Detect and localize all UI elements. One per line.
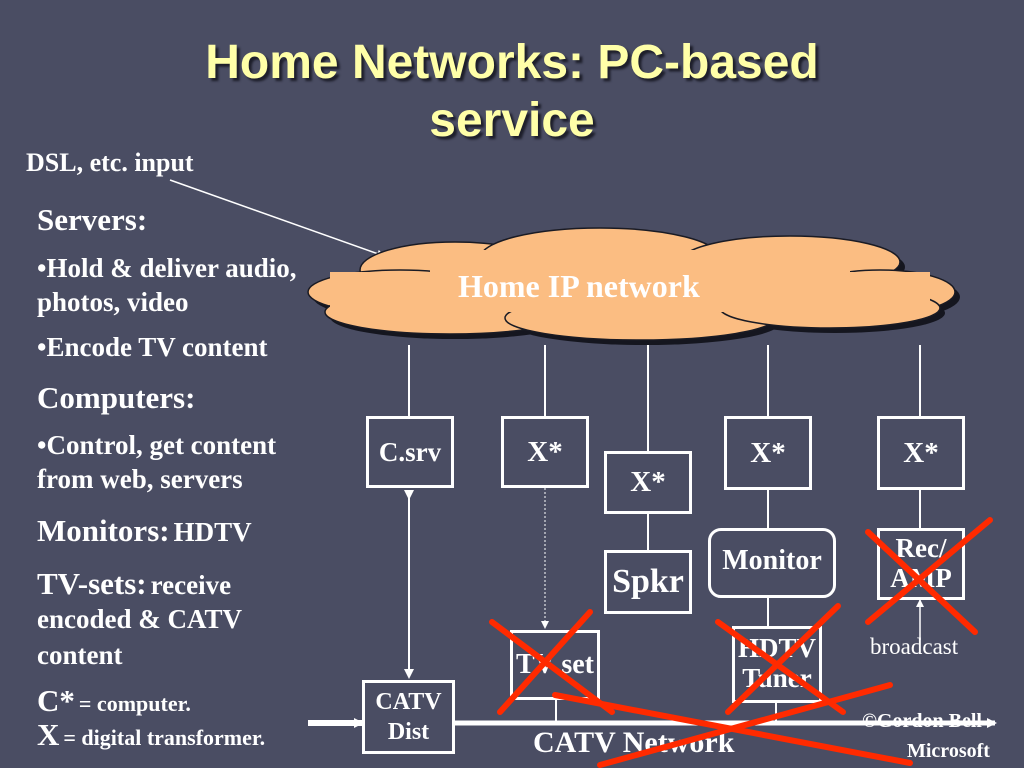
legend-transformer: X = digital transformer. <box>37 717 265 753</box>
x-box-3: X* <box>724 416 812 490</box>
legend-computer: C* = computer. <box>37 683 191 719</box>
servers-bullet-1-line-1: •Hold & deliver audio, <box>37 253 297 283</box>
monitors-heading: Monitors: <box>37 513 170 548</box>
legend-c-symbol: C* <box>37 683 75 718</box>
legend-x-definition: = digital transformer. <box>63 725 266 750</box>
catv-line-2: Dist <box>387 719 430 745</box>
tvsets-heading: TV-sets: <box>37 566 147 601</box>
computers-bullet-1-line-2: from web, servers <box>37 464 243 494</box>
tvsets-line-3: content <box>37 640 123 670</box>
legend-x-symbol: X <box>37 717 60 752</box>
x-box-3-label: X* <box>750 437 786 469</box>
monitor-label: Monitor <box>722 545 822 576</box>
x-box-4: X* <box>877 416 965 490</box>
x-box-4-label: X* <box>903 437 939 469</box>
broadcast-label: broadcast <box>870 634 959 659</box>
monitor-box: Monitor <box>708 528 836 598</box>
tvsets-line: TV-sets: receive <box>37 566 231 602</box>
speaker-label: Spkr <box>612 563 684 600</box>
monitors-value: HDTV <box>173 517 252 547</box>
monitors-line: Monitors: HDTV <box>37 513 252 549</box>
computers-heading: Computers: <box>37 380 196 415</box>
tv-set-box: TV set <box>510 630 600 700</box>
cloud-connectors <box>408 345 921 723</box>
tvsets-line-1: receive <box>150 570 232 600</box>
slide-title: Home Networks: PC-based service <box>0 34 1024 150</box>
input-label: DSL, etc. input <box>26 148 194 177</box>
hdtv-tuner-cross <box>715 603 846 715</box>
servers-bullet-1-line-2: photos, video <box>37 287 189 317</box>
csrv-label: C.srv <box>378 437 442 467</box>
rec-amp-cross <box>865 517 993 635</box>
servers-heading: Servers: <box>37 202 148 237</box>
input-arrow <box>169 179 385 258</box>
home-ip-cloud <box>307 227 960 345</box>
credit-line-1: ©Gordon Bell <box>862 710 982 732</box>
catv-line-1: CATV <box>375 689 442 715</box>
x-box-2: X* <box>604 451 692 514</box>
x-box-2-label: X* <box>630 466 666 498</box>
title-line-1: Home Networks: PC-based <box>205 36 819 89</box>
legend-c-definition: = computer. <box>78 691 191 716</box>
catv-dist-box: CATV Dist <box>362 680 455 754</box>
servers-bullet-2: •Encode TV content <box>37 332 268 362</box>
tvsets-line-2: encoded & CATV <box>37 604 242 634</box>
cloud-label: Home IP network <box>458 268 700 304</box>
x-box-1: X* <box>501 416 589 488</box>
catv-network-cross <box>552 682 913 768</box>
rec-amp-line-1: Rec/ <box>895 533 947 563</box>
credit-line-2: Microsoft <box>907 740 990 762</box>
tv-set-cross <box>489 609 615 715</box>
x-box-1-label: X* <box>527 436 563 468</box>
computers-bullet-1-line-1: •Control, get content <box>37 430 277 460</box>
csrv-box: C.srv <box>366 416 454 488</box>
title-line-2: service <box>429 94 595 147</box>
speaker-box: Spkr <box>604 550 692 614</box>
